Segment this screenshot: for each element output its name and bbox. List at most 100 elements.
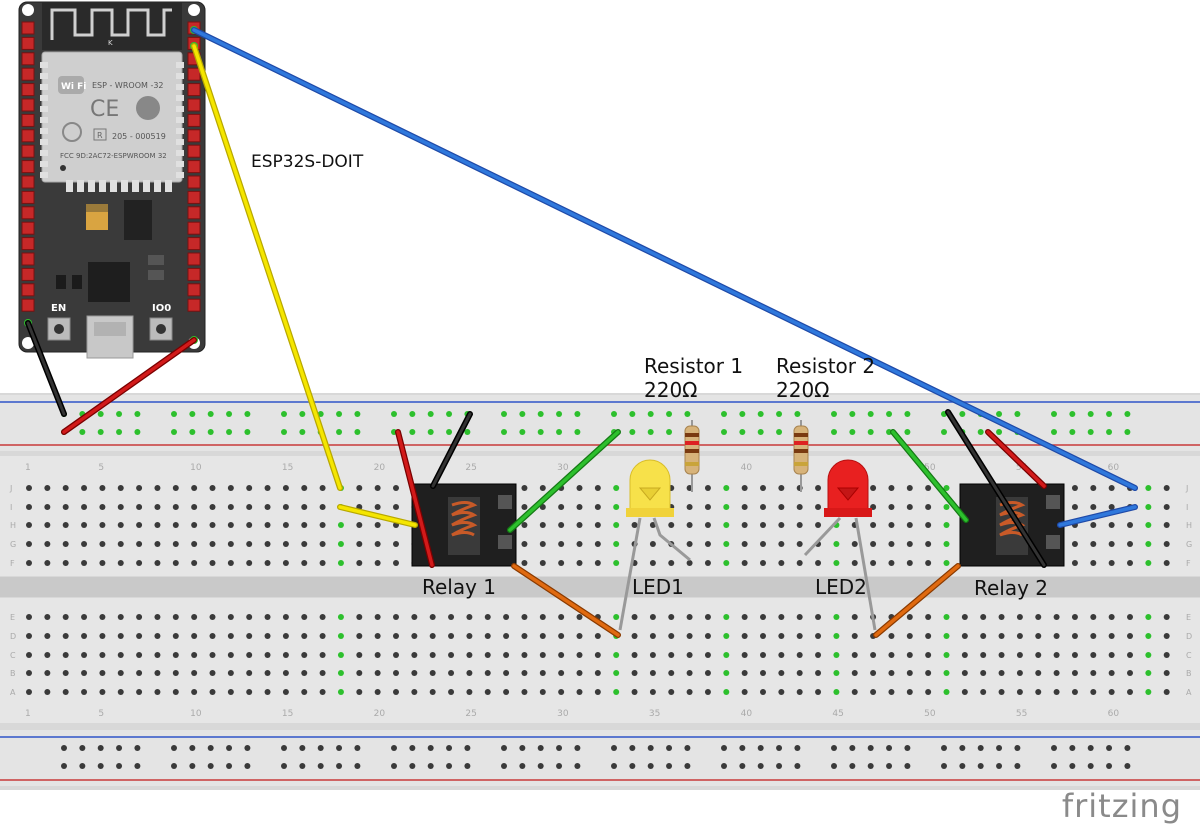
rail-hole	[171, 411, 177, 417]
breadboard-hole	[172, 485, 179, 491]
breadboard-hole	[99, 560, 106, 566]
rail-hole	[1106, 411, 1113, 417]
breadboard-hole	[760, 670, 766, 676]
breadboard-hole	[448, 652, 455, 658]
breadboard-hole	[539, 522, 546, 528]
resistor2-name: Resistor 2	[776, 354, 876, 378]
breadboard-hole	[998, 652, 1005, 658]
breadboard-hole	[851, 541, 858, 547]
breadboard-hole	[851, 633, 858, 639]
breadboard-hole	[668, 670, 675, 676]
breadboard-hole	[668, 633, 675, 639]
rail-hole	[629, 429, 636, 435]
breadboard-hole	[301, 541, 308, 547]
breadboard-hole	[631, 522, 638, 528]
breadboard-hole	[1053, 670, 1060, 676]
breadboard-hole	[888, 560, 895, 566]
wires	[25, 27, 1138, 638]
breadboard-hole	[686, 652, 693, 658]
breadboard-hole	[117, 504, 124, 510]
breadboard-hole	[521, 614, 528, 620]
column-number-top: 15	[282, 463, 293, 473]
rail-hole	[721, 429, 727, 435]
rail-hole	[1014, 411, 1021, 417]
pin-header	[21, 129, 35, 143]
row-letter-left: F	[10, 559, 15, 568]
pin-header	[187, 298, 201, 312]
breadboard-hole	[62, 614, 69, 620]
rail-hole	[977, 763, 984, 769]
breadboard-hole	[1108, 541, 1115, 547]
rail-hole	[629, 763, 636, 769]
breadboard-hole	[26, 485, 32, 491]
rail-hole	[281, 411, 287, 417]
breadboard-hole	[1071, 541, 1078, 547]
breadboard-hole	[81, 689, 88, 695]
breadboard-hole	[374, 614, 381, 620]
rail-hole	[537, 429, 544, 435]
breadboard-hole	[44, 670, 51, 676]
breadboard-hole	[503, 689, 510, 695]
rail-hole	[1106, 429, 1113, 435]
led2-label: LED2	[815, 575, 867, 599]
castellated-pad	[176, 139, 184, 145]
breadboard-hole	[1071, 504, 1078, 510]
column-number-top: 10	[190, 463, 202, 473]
breadboard-hole	[851, 689, 858, 695]
breadboard-hole	[961, 633, 968, 639]
rail-hole	[317, 745, 324, 751]
breadboard-hole	[888, 504, 895, 510]
rail-hole	[244, 411, 251, 417]
breadboard-hole	[466, 652, 473, 658]
rail-hole	[446, 763, 453, 769]
breadboard-hole	[337, 670, 344, 676]
breadboard-hole	[1163, 560, 1170, 566]
breadboard-hole	[117, 614, 124, 620]
pin-header	[187, 160, 201, 174]
breadboard-hole	[172, 541, 179, 547]
breadboard-hole	[337, 689, 344, 695]
breadboard-hole	[723, 614, 730, 620]
breadboard-hole	[448, 670, 455, 676]
breadboard-hole	[1108, 504, 1115, 510]
breadboard-hole	[1163, 670, 1170, 676]
breadboard-hole	[99, 541, 106, 547]
breadboard-hole	[301, 614, 308, 620]
pin-header	[21, 221, 35, 235]
rail-hole	[226, 745, 233, 751]
rail-hole	[574, 763, 581, 769]
breadboard-hole	[246, 522, 253, 528]
breadboard-hole	[851, 670, 858, 676]
breadboard-hole	[778, 485, 785, 491]
pin-header	[21, 252, 35, 266]
breadboard-hole	[833, 670, 840, 676]
breadboard-hole	[1145, 633, 1152, 639]
breadboard-hole	[888, 689, 895, 695]
column-number-bottom: 55	[1016, 709, 1027, 719]
castellated-pad	[154, 180, 161, 192]
rail-hole	[666, 763, 673, 769]
rail-hole	[226, 411, 233, 417]
breadboard-hole	[1090, 670, 1097, 676]
breadboard-hole	[741, 541, 748, 547]
breadboard-hole	[26, 614, 32, 620]
rail-hole	[1051, 763, 1057, 769]
breadboard-hole	[393, 689, 399, 695]
pin-header	[21, 98, 35, 112]
rail-hole	[354, 411, 361, 417]
rail-hole	[849, 429, 856, 435]
cert-number: 205 - 000519	[112, 132, 166, 141]
breadboard-hole	[246, 652, 253, 658]
breadboard-hole	[558, 614, 565, 620]
breadboard-hole	[301, 485, 308, 491]
breadboard-hole	[99, 522, 106, 528]
breadboard-hole	[760, 541, 766, 547]
breadboard-hole	[282, 670, 289, 676]
breadboard-hole	[668, 614, 675, 620]
breadboard-hole	[558, 633, 565, 639]
breadboard-hole	[466, 633, 473, 639]
rail-hole	[317, 763, 324, 769]
breadboard-hole	[906, 670, 913, 676]
breadboard-hole	[136, 670, 143, 676]
breadboard-hole	[741, 522, 748, 528]
